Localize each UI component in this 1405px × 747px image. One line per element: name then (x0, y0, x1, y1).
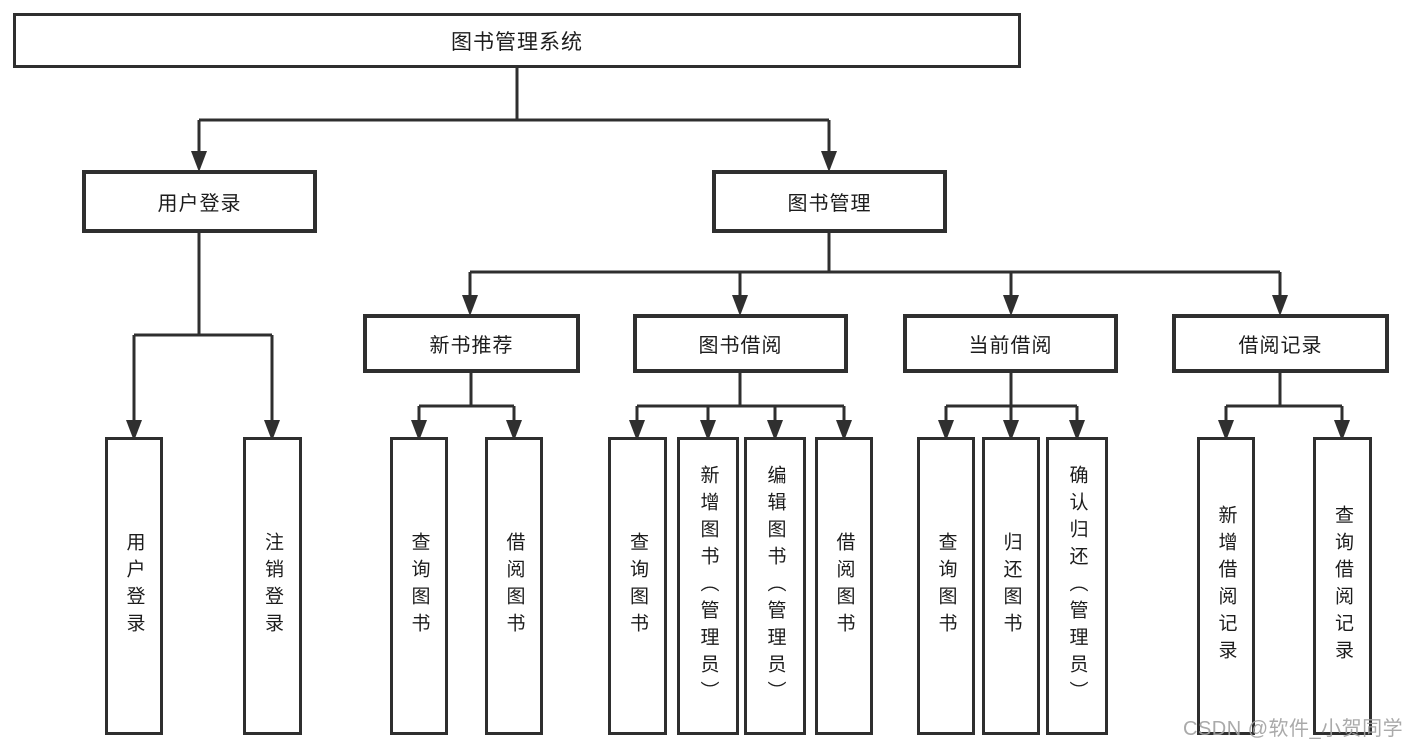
leaf-borrow-query-books-label: 查询图书 (627, 532, 648, 640)
node-borrow-records-label: 借阅记录 (1238, 335, 1323, 357)
node-book-management: 图书管理 (712, 170, 947, 233)
leaf-user-login-label: 用户登录 (123, 532, 145, 640)
leaf-borrow-borrow-books-label: 借阅图书 (833, 532, 855, 640)
node-root-label: 图书管理系统 (451, 30, 583, 54)
leaf-current-confirm-return-admin: 确认归还（管理员） (1046, 437, 1108, 735)
node-book-borrow-label: 图书借阅 (698, 335, 783, 357)
leaf-recommend-query-books: 查询图书 (390, 437, 448, 735)
leaf-recommend-query-books-label: 查询图书 (408, 532, 430, 640)
node-new-book-recommend-label: 新书推荐 (429, 335, 514, 357)
leaf-logout: 注销登录 (243, 437, 302, 735)
node-new-book-recommend: 新书推荐 (363, 314, 580, 373)
leaf-current-return-books-label: 归还图书 (1000, 532, 1022, 640)
leaf-borrow-edit-books-admin-label: 编辑图书（管理员） (764, 464, 786, 708)
arrowheads (126, 151, 1350, 441)
node-user-login-label: 用户登录 (157, 193, 242, 215)
leaf-borrow-add-books-admin-label: 新增图书（管理员） (697, 464, 719, 708)
leaf-borrow-edit-books-admin: 编辑图书（管理员） (744, 437, 806, 735)
leaf-current-query-books: 查询图书 (917, 437, 975, 735)
leaf-records-query-record: 查询借阅记录 (1313, 437, 1372, 735)
node-book-borrow: 图书借阅 (633, 314, 848, 373)
node-root: 图书管理系统 (13, 13, 1021, 68)
node-current-borrow: 当前借阅 (903, 314, 1118, 373)
leaf-records-query-record-label: 查询借阅记录 (1332, 505, 1353, 667)
leaf-records-add-record-label: 新增借阅记录 (1215, 505, 1237, 667)
node-current-borrow-label: 当前借阅 (968, 335, 1053, 357)
leaf-borrow-query-books: 查询图书 (608, 437, 667, 735)
leaf-recommend-borrow-books-label: 借阅图书 (503, 532, 525, 640)
node-book-management-label: 图书管理 (787, 193, 872, 215)
leaf-current-query-books-label: 查询图书 (935, 532, 957, 640)
node-user-login: 用户登录 (82, 170, 317, 233)
leaf-logout-label: 注销登录 (262, 532, 283, 640)
leaf-borrow-add-books-admin: 新增图书（管理员） (677, 437, 739, 735)
leaf-recommend-borrow-books: 借阅图书 (485, 437, 543, 735)
node-borrow-records: 借阅记录 (1172, 314, 1389, 373)
leaf-current-confirm-return-admin-label: 确认归还（管理员） (1066, 464, 1088, 708)
leaf-records-add-record: 新增借阅记录 (1197, 437, 1255, 735)
leaf-user-login: 用户登录 (105, 437, 163, 735)
leaf-borrow-borrow-books: 借阅图书 (815, 437, 873, 735)
watermark: CSDN @软件_小贺同学 (1183, 718, 1404, 740)
leaf-current-return-books: 归还图书 (982, 437, 1040, 735)
